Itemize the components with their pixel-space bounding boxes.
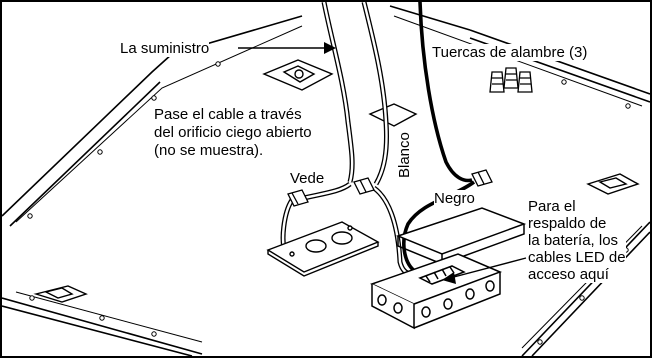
mounting-bracket-top	[262, 59, 334, 91]
panel-rivets	[27, 51, 631, 345]
battery-backup-line-5: acceso aquí	[528, 266, 609, 283]
supply-wires	[321, 2, 473, 186]
knockout-instruction-line-1: Pase el cable a través	[154, 106, 302, 123]
driver-box	[370, 207, 527, 330]
bracket-slots	[33, 173, 640, 303]
white-wire-label: Blanco	[396, 132, 413, 178]
battery-backup-note: Para el respaldo de la batería, los cabl…	[528, 198, 626, 283]
leader-lines	[238, 47, 527, 279]
leader-arrows	[324, 42, 456, 284]
supply-label: La suministro	[120, 40, 210, 57]
battery-backup-line-3: la batería, los	[528, 232, 619, 249]
green-wire-label: Vede	[290, 170, 325, 187]
wire-nut-green	[287, 189, 309, 207]
ground-plate	[266, 221, 380, 277]
wire-nuts-group	[489, 67, 533, 93]
knockout-instruction: Pase el cable a través del orificio cieg…	[154, 106, 312, 160]
wire-nut-white	[353, 177, 375, 195]
battery-backup-line-1: Para el	[528, 198, 576, 215]
battery-backup-line-4: cables LED de	[528, 249, 626, 266]
battery-backup-line-2: respaldo de	[528, 215, 607, 232]
wire-nut-black	[471, 169, 493, 187]
black-wire-label: Negro	[434, 190, 475, 207]
knockout-instruction-line-3: (no se muestra).	[154, 142, 264, 159]
wire-nuts-label: Tuercas de alambre (3)	[432, 44, 588, 61]
mounting-tab-center	[368, 103, 418, 127]
knockout-instruction-line-2: del orificio ciego abierto	[154, 124, 312, 141]
